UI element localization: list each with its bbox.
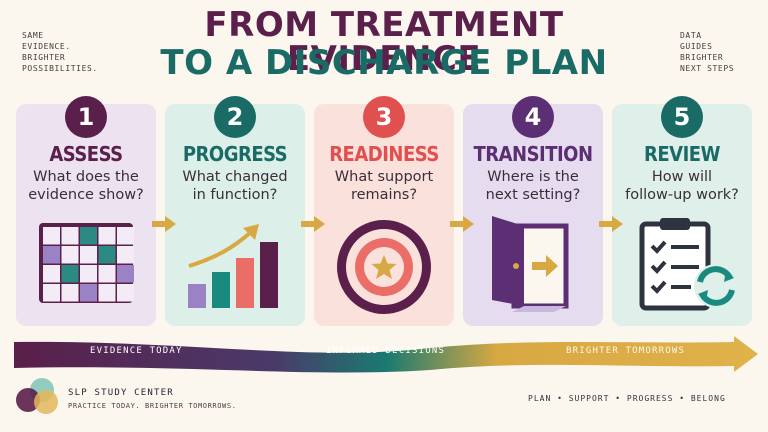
step-number-badge: 5 xyxy=(661,96,703,138)
arrow-right-icon xyxy=(599,216,623,232)
title-line-2: TO A DISCHARGE PLAN xyxy=(160,43,608,83)
progress-ribbon xyxy=(14,336,758,373)
arrow-right-icon xyxy=(152,216,176,232)
grid-cell xyxy=(98,265,116,283)
ribbon-label-right: BRIGHTER TOMORROWS xyxy=(566,346,686,356)
grid-cell xyxy=(98,284,116,302)
step-title: ASSESS xyxy=(49,142,123,166)
target-star-icon xyxy=(337,220,431,314)
step-number-badge: 3 xyxy=(363,96,405,138)
clipboard-check-icon xyxy=(639,218,738,311)
title-line-1: FROM TREATMENT EVIDENCE xyxy=(204,5,564,79)
grid-cell xyxy=(43,284,60,302)
step-card-progress: 2 xyxy=(165,96,305,326)
grid-cell xyxy=(117,227,134,245)
grid-cell xyxy=(61,284,79,302)
grid-chart-icon xyxy=(39,223,134,303)
grid-cell xyxy=(80,265,97,283)
step-title: READINESS xyxy=(329,142,439,166)
bar-growth-icon xyxy=(188,224,278,308)
grid-cell xyxy=(98,246,116,264)
step-question: Where is the next setting? xyxy=(485,169,581,203)
door-exit-icon xyxy=(492,216,569,312)
grid-cell xyxy=(117,265,134,283)
grid-cell xyxy=(117,284,134,302)
step-question: What changed in function? xyxy=(182,169,288,203)
grid-cell xyxy=(43,265,60,283)
left-note: SAME EVIDENCE. BRIGHTER POSSIBILITIES. xyxy=(22,31,98,73)
ribbon-label-middle: INFORMED DECISIONS xyxy=(326,346,446,356)
step-title: PROGRESS xyxy=(182,142,288,166)
grid-cell xyxy=(117,246,134,264)
grid-cell xyxy=(43,227,60,245)
step-title: REVIEW xyxy=(644,142,720,166)
grid-cell xyxy=(61,246,79,264)
brand-tagline: PRACTICE TODAY. BRIGHTER TOMORROWS. xyxy=(68,402,237,410)
grid-cell xyxy=(98,227,116,245)
arrow-right-icon xyxy=(450,216,474,232)
step-card-readiness: 3 xyxy=(314,96,454,326)
logo-icon xyxy=(16,378,58,414)
step-number-badge: 2 xyxy=(214,96,256,138)
brand-name: SLP STUDY CENTER xyxy=(68,388,174,398)
grid-cell xyxy=(80,227,97,245)
step-question: What support remains? xyxy=(334,169,434,203)
grid-cell xyxy=(80,284,97,302)
grid-cell xyxy=(43,246,60,264)
grid-cell xyxy=(80,246,97,264)
footer-values: PLAN • SUPPORT • PROGRESS • BELONG xyxy=(528,394,726,403)
arrow-right-icon xyxy=(301,216,325,232)
step-number-badge: 1 xyxy=(65,96,107,138)
step-number-badge: 4 xyxy=(512,96,554,138)
ribbon-label-left: EVIDENCE TODAY xyxy=(90,346,183,356)
step-question: How will follow-up work? xyxy=(625,169,739,203)
grid-cell xyxy=(61,227,79,245)
step-title: TRANSITION xyxy=(473,142,593,166)
right-note: DATA GUIDES BRIGHTER NEXT STEPS xyxy=(680,31,735,73)
grid-cell xyxy=(61,265,79,283)
step-question: What does the evidence show? xyxy=(28,169,144,203)
